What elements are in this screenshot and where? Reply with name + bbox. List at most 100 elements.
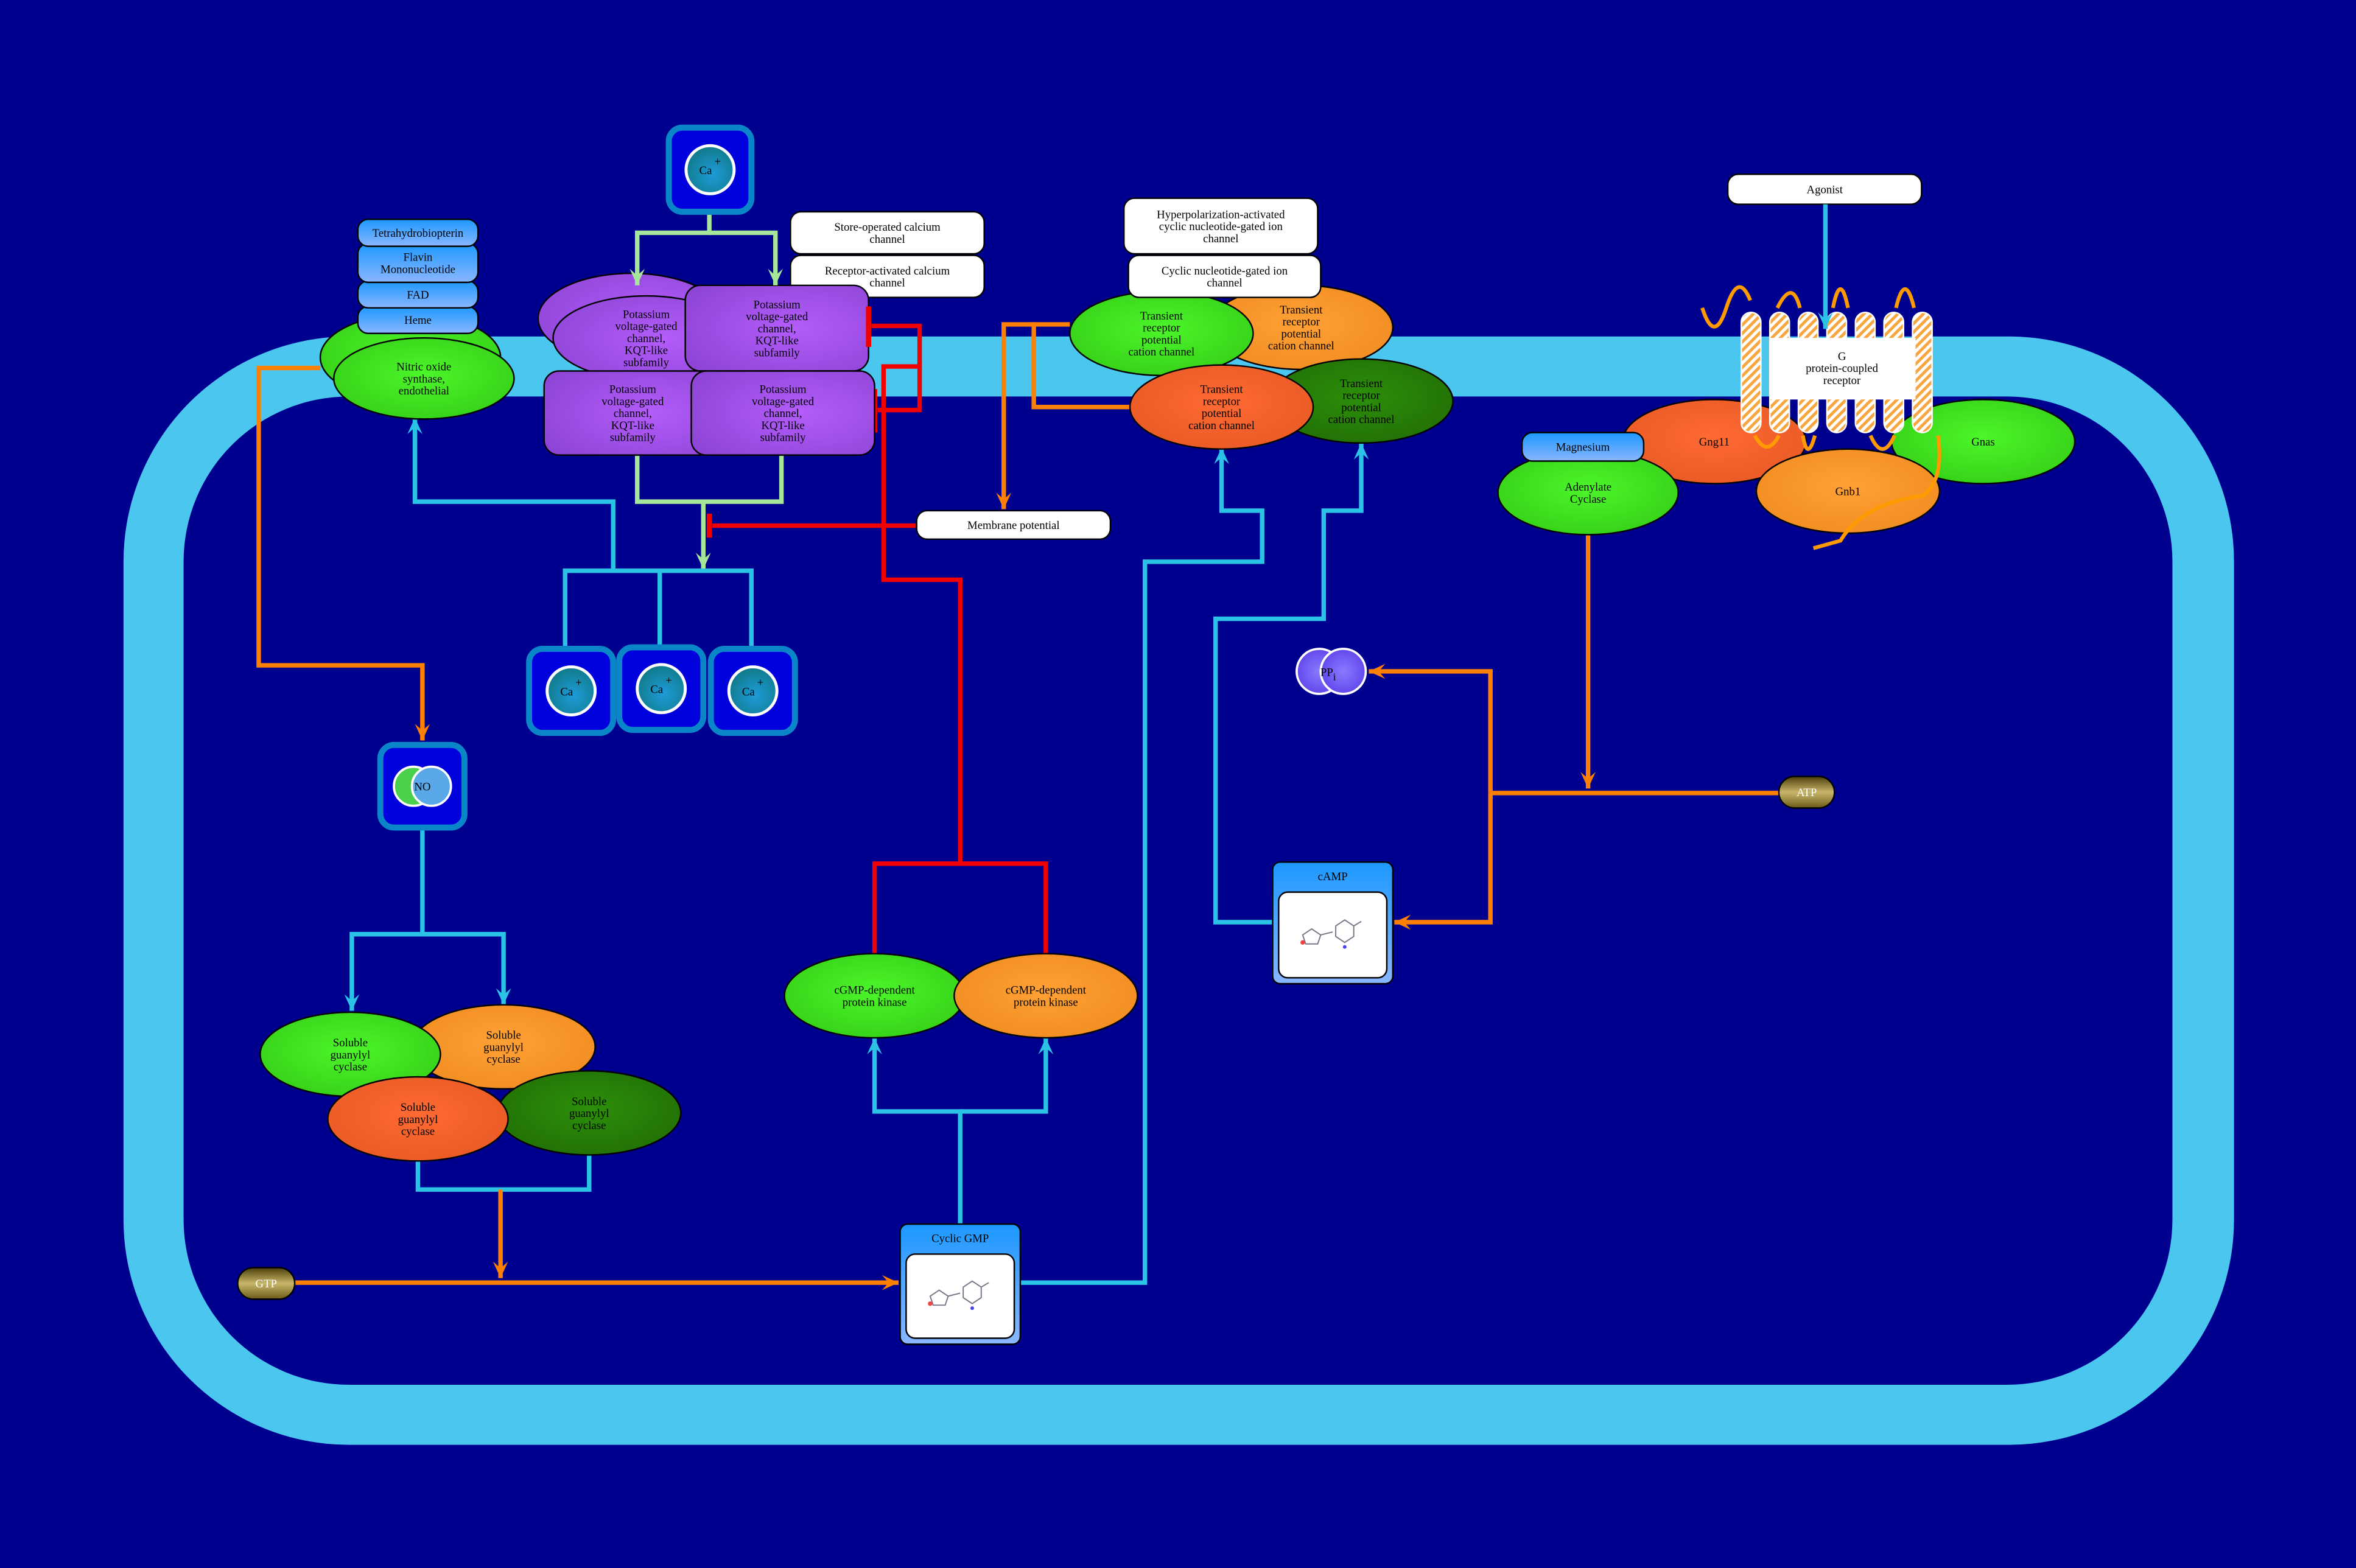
ion-symbol: Ca [560, 685, 573, 698]
heme-cofactor[interactable]: Heme [357, 306, 479, 335]
node-label-line: KQT-like [756, 335, 799, 348]
ion-symbol: Ca [650, 684, 664, 696]
receptor-label-box [1770, 338, 1916, 400]
ion-symbol: Ca [699, 164, 713, 177]
node-label-line: ATP [1797, 786, 1817, 799]
ion-icon [636, 663, 687, 715]
node-label-line: channel, [627, 332, 665, 345]
node-label-line: guanylyl [483, 1041, 524, 1054]
node-shape [357, 219, 479, 247]
node-label-line: cGMP-dependent [1006, 984, 1087, 997]
edge-pkg-inhibits-kcnq-lower [877, 364, 962, 864]
node-label-line: voltage-gated [601, 395, 664, 408]
node-label-line: Transient [1340, 377, 1383, 390]
nitric-oxide[interactable]: NO [377, 741, 468, 831]
atp[interactable]: ATP [1778, 775, 1835, 809]
edge-trp-join [1031, 322, 1132, 410]
node-label-line: Gnas [1971, 436, 1995, 449]
node-label-line: Soluble [333, 1037, 368, 1049]
node-label-line: guanylyl [398, 1113, 438, 1126]
node-label-line: channel [1203, 233, 1238, 245]
magnesium-cofactor[interactable]: Magnesium [1521, 432, 1645, 462]
node-shape [1778, 775, 1835, 809]
node-label-line: cyclase [334, 1061, 367, 1074]
node-label-line: Cyclase [1570, 493, 1606, 506]
edge-ca-to-kcnq-left [635, 214, 712, 285]
ppi-subscript: i [1333, 671, 1336, 683]
node-label-line: subfamily [754, 346, 801, 359]
node-label-line: NO [414, 780, 430, 793]
node-label-line: Store-operated calcium [834, 221, 941, 234]
node-label-line: Gng11 [1699, 436, 1730, 449]
edge-agonist-to-gpcr-arrowhead-icon [1818, 312, 1833, 329]
ion-symbol: Ca [742, 685, 756, 698]
gtp[interactable]: GTP [237, 1267, 296, 1300]
membrane-potential-label[interactable]: Membrane potential [916, 509, 1112, 541]
node-label-line: Cyclic nucleotide-gated ion [1162, 265, 1288, 278]
calcium-ion-1[interactable]: Ca+ [526, 645, 617, 737]
node-shape [333, 337, 515, 420]
node-label-line: channel [869, 233, 905, 246]
edge-ca-to-kcnq-right [709, 230, 778, 285]
edge-trp-to-membrane-potential [1001, 322, 1034, 509]
node-label-line: Hyperpolarization-activated [1157, 208, 1285, 221]
node-label-line: receptor [1203, 395, 1241, 408]
node-label-line: cation channel [1128, 346, 1194, 359]
node-label-line: subfamily [623, 356, 670, 369]
node-shape [953, 953, 1138, 1039]
node-label-line: Nitric oxide [396, 361, 451, 374]
gnb1[interactable]: Gnb1 [1755, 448, 1941, 534]
edge-pkg-inhibits-kcnq-upper [871, 323, 922, 367]
edge-ac-catalysis-arrowhead-icon [1580, 772, 1596, 789]
phosphate-icon [1319, 648, 1367, 695]
node-shape [1127, 254, 1322, 298]
cyclic-gmp[interactable]: Cyclic GMP [899, 1223, 1022, 1345]
node-label-line: Tetrahydrobiopterin [373, 227, 464, 240]
cytoplasm [183, 396, 2173, 1385]
camp[interactable]: cAMP [1272, 861, 1394, 985]
node-label-line: KQT-like [761, 419, 804, 432]
node-label-line: voltage-gated [746, 310, 808, 323]
calcium-ion-extracellular[interactable]: Ca+ [665, 124, 755, 215]
fad-cofactor[interactable]: FAD [357, 280, 479, 309]
edge-nos-to-no-arrowhead-icon [415, 724, 430, 741]
edge-ca-to-nos-arrowhead-icon [407, 417, 422, 435]
nitrogen-atom-icon [1342, 945, 1347, 949]
edge-no-to-sgc-1-arrowhead-icon [344, 994, 360, 1011]
agonist-label[interactable]: Agonist [1727, 173, 1923, 205]
edge-ca-to-nos [412, 417, 615, 571]
node-label-line: subfamily [610, 432, 656, 444]
edge-atp-to-ppi-arrowhead-icon [1369, 663, 1386, 679]
edge-no-to-sgc-2 [422, 932, 506, 1005]
edge-kcnq-to-ca-arrowhead-icon [695, 553, 711, 570]
node-label-line: subfamily [760, 432, 807, 444]
kcnq-channel-3[interactable]: Potassiumvoltage-gatedchannel,KQT-likesu… [543, 370, 723, 456]
calcium-ion-2[interactable]: Ca+ [616, 644, 707, 733]
tetrahydrobiopterin-cofactor[interactable]: Tetrahydrobiopterin [357, 219, 479, 247]
node-label-line: potential [1341, 401, 1381, 414]
calcium-ion-3[interactable]: Ca+ [707, 645, 798, 737]
pyrophosphate[interactable]: PPi [1295, 648, 1367, 695]
node-label-line: Membrane potential [967, 519, 1060, 532]
node-label-line: Potassium [754, 298, 801, 311]
chemical-structure-icon [929, 1280, 989, 1306]
kcnq-channel-2[interactable]: Potassiumvoltage-gatedchannel,KQT-likesu… [684, 284, 869, 372]
node-label-line: Transient [1140, 310, 1183, 323]
kcnq-channel-4[interactable]: Potassiumvoltage-gatedchannel,KQT-likesu… [690, 370, 875, 456]
